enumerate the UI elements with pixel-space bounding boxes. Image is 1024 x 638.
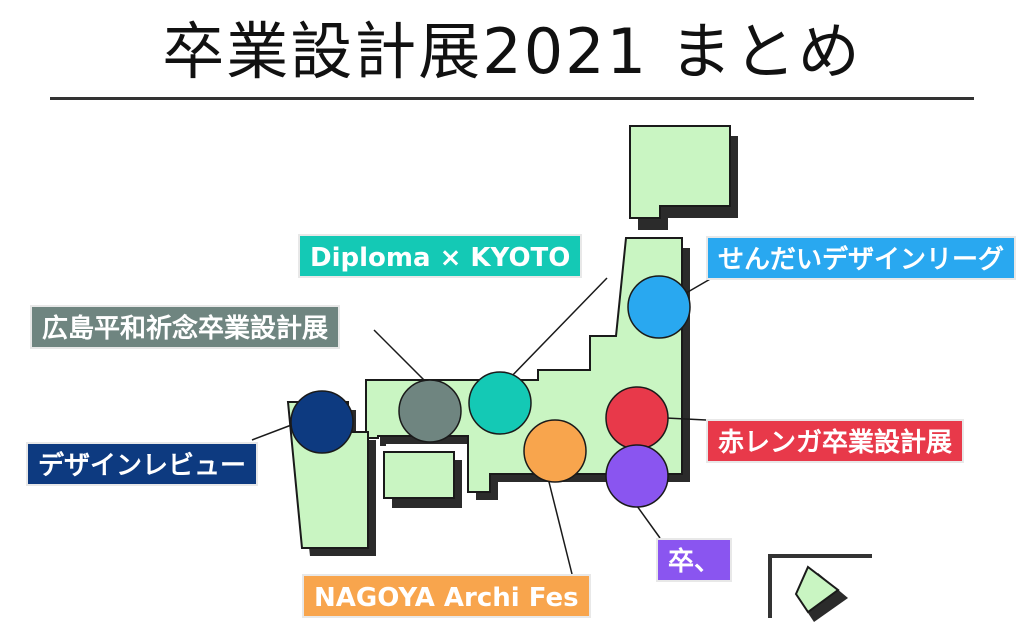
label-kyoto[interactable]: Diploma × KYOTO	[298, 234, 583, 278]
connector-sotsu	[636, 505, 661, 539]
marker-hiroshima[interactable]	[398, 379, 462, 443]
marker-nagoya[interactable]	[523, 419, 587, 483]
connector-hiroshima	[373, 329, 431, 387]
connector-review	[251, 423, 295, 441]
inset-frame	[768, 554, 872, 618]
label-sotsu[interactable]: 卒、	[656, 538, 733, 582]
marker-sendai[interactable]	[627, 275, 691, 339]
okinawa-island	[794, 565, 840, 614]
title-divider	[50, 97, 974, 100]
marker-review[interactable]	[290, 390, 354, 454]
label-sendai[interactable]: せんだいデザインリーグ	[706, 236, 1017, 280]
marker-sotsu[interactable]	[605, 444, 669, 508]
connector-akarenga	[665, 417, 707, 421]
marker-kyoto[interactable]	[468, 371, 532, 435]
shikoku-island	[383, 451, 455, 499]
connector-kyoto	[507, 277, 608, 381]
hokkaido-island	[629, 125, 731, 219]
page-title: 卒業設計展2021 まとめ	[162, 15, 862, 88]
label-nagoya[interactable]: NAGOYA Archi Fes	[302, 574, 591, 618]
label-hiroshima[interactable]: 広島平和祈念卒業設計展	[30, 305, 341, 349]
marker-akarenga[interactable]	[605, 386, 669, 450]
connector-nagoya	[547, 477, 573, 575]
label-akarenga[interactable]: 赤レンガ卒業設計展	[706, 419, 965, 463]
label-review[interactable]: デザインレビュー	[26, 442, 259, 486]
